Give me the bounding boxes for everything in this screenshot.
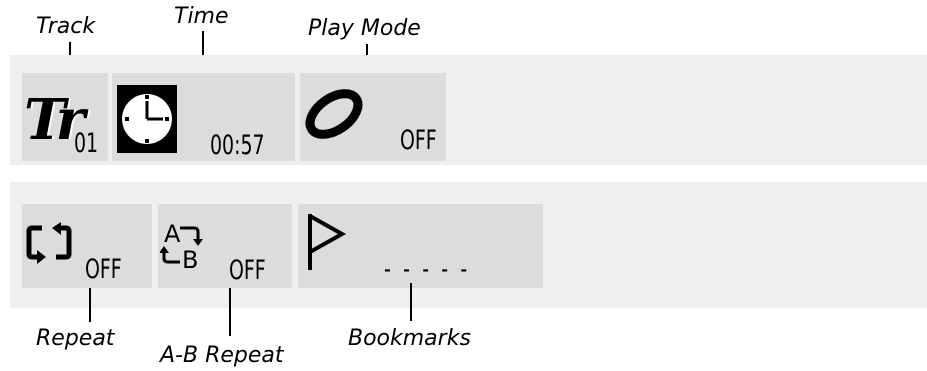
- callout-repeat: Repeat: [36, 326, 115, 351]
- callout-track: Track: [36, 14, 96, 39]
- callout-time: Time: [174, 4, 229, 29]
- ab-repeat-cell: [158, 204, 292, 288]
- bookmarks-cell: [298, 204, 543, 288]
- time-value: 00:57: [210, 130, 265, 161]
- track-cell: [22, 73, 108, 161]
- play-mode-value: OFF: [400, 125, 437, 156]
- callout-play-mode: Play Mode: [308, 16, 421, 41]
- ab-repeat-icon-a: A: [164, 220, 181, 248]
- track-value: 01: [74, 128, 99, 159]
- shuffle-disc-icon: [304, 86, 364, 142]
- bookmarks-value: - - - - -: [384, 254, 471, 285]
- ab-repeat-icon-b: B: [182, 246, 198, 274]
- leader-bookmarks: [410, 283, 412, 321]
- ab-repeat-icon: A B: [160, 218, 214, 274]
- clock-icon: [117, 85, 177, 153]
- track-icon: Tr: [24, 87, 85, 153]
- repeat-icon: [26, 222, 72, 264]
- ab-repeat-value: OFF: [229, 255, 266, 286]
- leader-ab-repeat: [229, 288, 231, 336]
- callout-ab-repeat: A-B Repeat: [160, 343, 284, 368]
- repeat-value: OFF: [85, 254, 122, 285]
- leader-time: [202, 31, 204, 76]
- callout-bookmarks: Bookmarks: [348, 326, 471, 351]
- leader-repeat: [89, 288, 91, 322]
- flag-icon: [306, 212, 348, 272]
- repeat-cell: [22, 204, 152, 288]
